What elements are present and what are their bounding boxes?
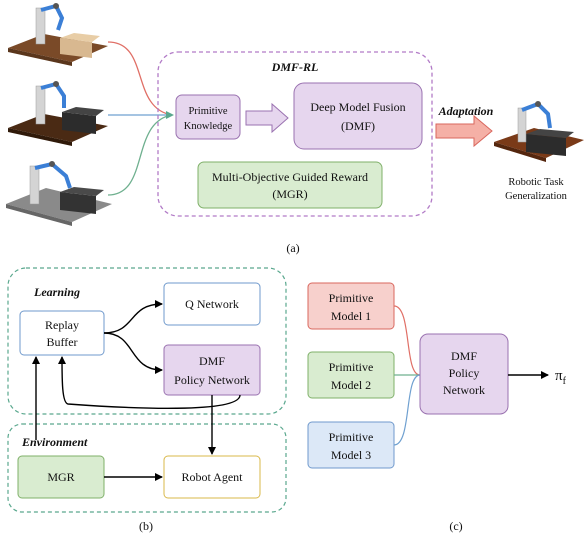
learning-label: Learning bbox=[33, 285, 80, 299]
dmf-policy-b-label-2: Policy Network bbox=[174, 373, 250, 387]
primitive-knowledge-label-2: Knowledge bbox=[184, 121, 233, 132]
pk-to-dmf-arrow bbox=[245, 102, 289, 134]
caption-a: (a) bbox=[286, 241, 299, 255]
primitive-knowledge-label-1: Primitive bbox=[188, 106, 227, 117]
environment-container bbox=[7, 423, 287, 513]
generalization-label-1: Robotic Task bbox=[508, 177, 564, 188]
dmf-policy-box-c bbox=[419, 333, 509, 415]
primitive-model-3-label-2: Model 3 bbox=[331, 448, 371, 462]
robot-scene-target bbox=[494, 101, 584, 162]
panel-b: Learning Environment Replay Buffer Q Net… bbox=[7, 267, 287, 533]
dmf-policy-box-b bbox=[163, 344, 261, 396]
dmf-policy-b-label-1: DMF bbox=[199, 354, 225, 368]
adaptation-label: Adaptation bbox=[438, 104, 494, 118]
robot-scene-1 bbox=[8, 3, 108, 66]
mgr-label-b: MGR bbox=[47, 470, 74, 484]
connector-arrowhead bbox=[166, 111, 174, 119]
robot-scene-2 bbox=[8, 81, 108, 146]
robot-agent-label: Robot Agent bbox=[181, 470, 243, 484]
q-network-box bbox=[163, 282, 261, 326]
environment-label: Environment bbox=[21, 435, 88, 449]
learning-container bbox=[7, 267, 287, 415]
replay-buffer-label-2: Buffer bbox=[46, 335, 77, 349]
dmf-policy-c-label-2: Policy bbox=[449, 366, 480, 380]
caption-c: (c) bbox=[449, 519, 462, 533]
mgr-label-a-1: Multi-Objective Guided Reward bbox=[212, 170, 368, 184]
pm3-connector bbox=[393, 374, 421, 446]
dmf-to-replay-arrow bbox=[58, 356, 241, 410]
replay-buffer-label-1: Replay bbox=[45, 318, 79, 332]
dmf-box bbox=[293, 82, 423, 150]
caption-b: (b) bbox=[139, 519, 153, 533]
q-network-label: Q Network bbox=[185, 297, 239, 311]
primitive-model-3-label-1: Primitive bbox=[329, 430, 374, 444]
primitive-knowledge-box bbox=[175, 94, 241, 140]
robot-scene-3 bbox=[6, 161, 112, 226]
panel-c: Primitive Model 1 Primitive Model 2 Prim… bbox=[307, 282, 567, 533]
generalization-label-2: Generalization bbox=[505, 191, 568, 202]
scene1-connector bbox=[107, 41, 173, 116]
panel-a: DMF-RL Primitive Knowledge Deep Model Fu… bbox=[6, 3, 584, 255]
pm1-connector bbox=[393, 305, 421, 376]
primitive-model-2-label-2: Model 2 bbox=[331, 378, 371, 392]
dmf-rl-title: DMF-RL bbox=[271, 60, 319, 74]
primitive-model-1-label-1: Primitive bbox=[329, 291, 374, 305]
dmf-label-1: Deep Model Fusion bbox=[310, 100, 405, 114]
pi-subscript: f bbox=[563, 376, 567, 387]
primitive-model-1-label-2: Model 1 bbox=[331, 309, 371, 323]
replay-to-dmf-arrow bbox=[103, 332, 163, 374]
adaptation-arrow bbox=[435, 114, 493, 148]
primitive-model-2-label-1: Primitive bbox=[329, 360, 374, 374]
dmf-label-2: (DMF) bbox=[341, 119, 375, 133]
mgr-label-a-2: (MGR) bbox=[272, 187, 307, 201]
dmf-policy-c-label-3: Network bbox=[443, 383, 485, 397]
robot-agent-box bbox=[163, 455, 261, 499]
replay-to-q-arrow bbox=[103, 300, 163, 334]
pi-output: πf bbox=[555, 368, 567, 387]
dmf-policy-c-label-1: DMF bbox=[451, 349, 477, 363]
mgr-box-a bbox=[197, 161, 383, 209]
scene3-connector bbox=[107, 114, 173, 196]
